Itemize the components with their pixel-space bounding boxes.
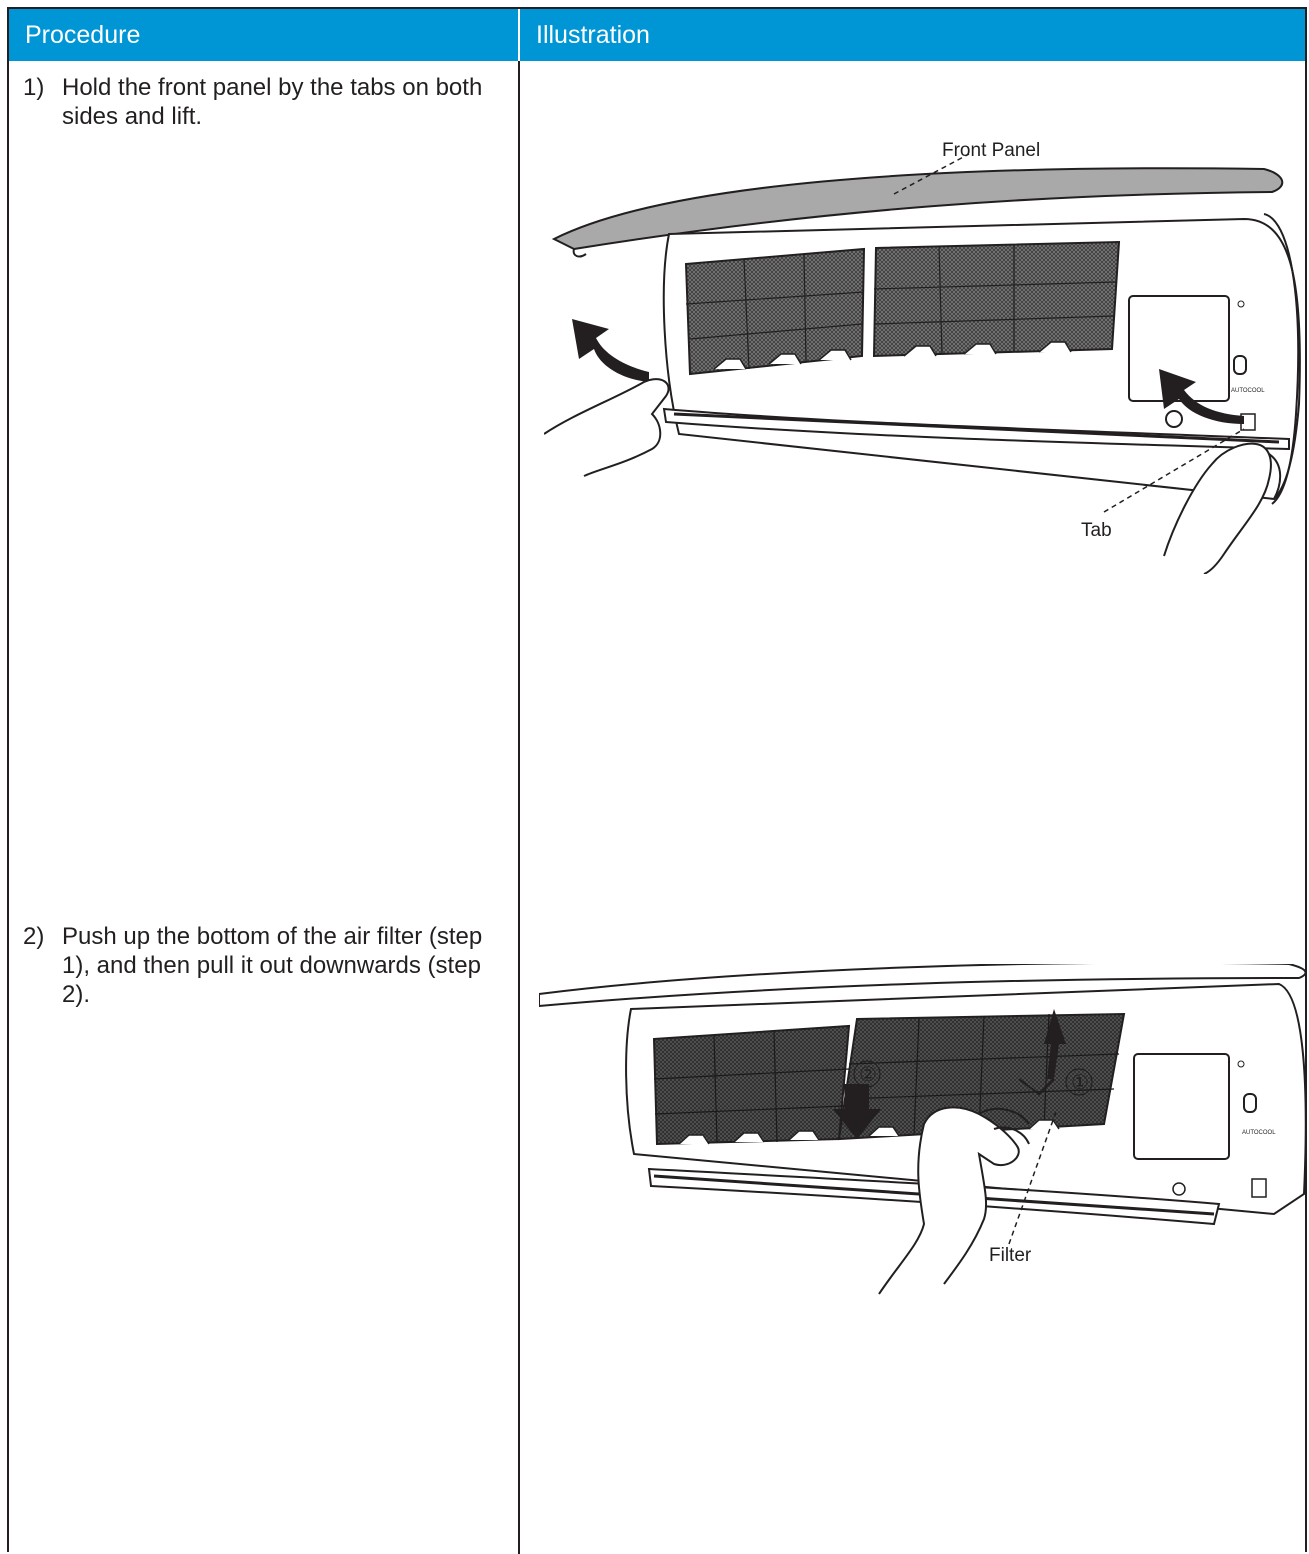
step-two-marker: ② xyxy=(859,1062,877,1086)
lift-arrow-left-icon xyxy=(572,319,649,382)
filter-label: Filter xyxy=(989,1245,1032,1266)
step-one-marker: ① xyxy=(1071,1070,1089,1094)
step-number: 2) xyxy=(23,922,44,951)
left-filter xyxy=(654,1026,849,1144)
left-hand xyxy=(544,379,669,476)
header-divider xyxy=(518,9,520,61)
column-divider xyxy=(518,61,520,1554)
unit-model-text: AUTOCOOL xyxy=(1242,1130,1276,1136)
procedure-step-2: 2) Push up the bottom of the air filter … xyxy=(23,922,483,1009)
step-number: 1) xyxy=(23,73,44,102)
tab-label: Tab xyxy=(1081,520,1112,541)
procedure-step-1: 1) Hold the front panel by the tabs on b… xyxy=(23,73,483,131)
procedure-column-header: Procedure xyxy=(25,9,140,61)
unit-model-text: AUTOCOOL xyxy=(1231,388,1265,394)
filter-removal-illustration: AUTOCOOL ② ① Filter xyxy=(539,964,1309,1324)
front-panel-label: Front Panel xyxy=(942,140,1040,161)
step-text: Push up the bottom of the air filter (st… xyxy=(62,922,483,1009)
right-filter xyxy=(874,242,1119,356)
table-header: Procedure Illustration xyxy=(9,9,1305,61)
front-panel-illustration: AUTOCOOL Front Panel Tab xyxy=(544,124,1309,574)
step-text: Hold the front panel by the tabs on both… xyxy=(62,73,483,131)
illustration-column-header: Illustration xyxy=(536,9,650,61)
procedure-table: Procedure Illustration 1) Hold the front… xyxy=(7,7,1307,1552)
